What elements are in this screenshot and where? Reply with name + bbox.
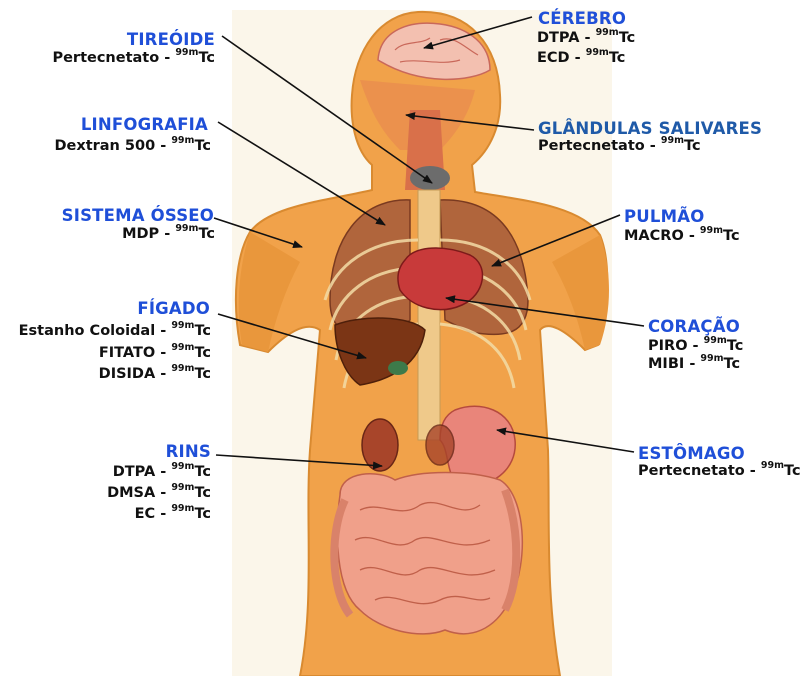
label-cerebro: CÉREBRO (538, 11, 626, 28)
tracer-estomago-1: Pertecnetato - 99mTc (638, 464, 801, 479)
left-kidney (362, 419, 398, 471)
heart (398, 248, 483, 310)
label-pulmao: PULMÃO (624, 209, 704, 226)
label-linfografia: LINFOGRAFIA (81, 117, 208, 134)
tracer-glandulas-1: Pertecnetato - 99mTc (538, 139, 701, 154)
tracer-linfografia-1: Dextran 500 - 99mTc (54, 139, 211, 154)
tracer-figado-2: FITATO - 99mTc (99, 346, 211, 361)
label-figado: FÍGADO (137, 301, 210, 318)
spine (418, 190, 440, 440)
tracer-coracao-1: PIRO - 99mTc (648, 339, 743, 354)
tracer-pulmao-1: MACRO - 99mTc (624, 229, 740, 244)
tracer-rins-2: DMSA - 99mTc (107, 486, 211, 501)
tracer-tireoide-1: Pertecnetato - 99mTc (52, 51, 215, 66)
label-rins: RINS (166, 444, 211, 461)
tracer-figado-1: Estanho Coloidal - 99mTc (19, 324, 211, 339)
thyroid (410, 166, 450, 190)
tracer-rins-1: DTPA - 99mTc (113, 465, 211, 480)
tracer-cerebro-1: DTPA - 99mTc (537, 31, 635, 46)
label-coracao: CORAÇÃO (648, 319, 740, 336)
gallbladder (388, 361, 408, 375)
tracer-rins-3: EC - 99mTc (135, 507, 211, 522)
label-tireoide: TIREÓIDE (127, 32, 215, 49)
tracer-cerebro-2: ECD - 99mTc (537, 51, 625, 66)
right-kidney (426, 425, 454, 465)
label-estomago: ESTÔMAGO (638, 446, 745, 463)
label-glandulas-salivares: GLÂNDULAS SALIVARES (538, 121, 762, 138)
tracer-coracao-2: MIBI - 99mTc (648, 357, 740, 372)
tracer-figado-3: DISIDA - 99mTc (99, 367, 211, 382)
tracer-sistema-osseo-1: MDP - 99mTc (122, 227, 215, 242)
intestines (337, 473, 522, 634)
